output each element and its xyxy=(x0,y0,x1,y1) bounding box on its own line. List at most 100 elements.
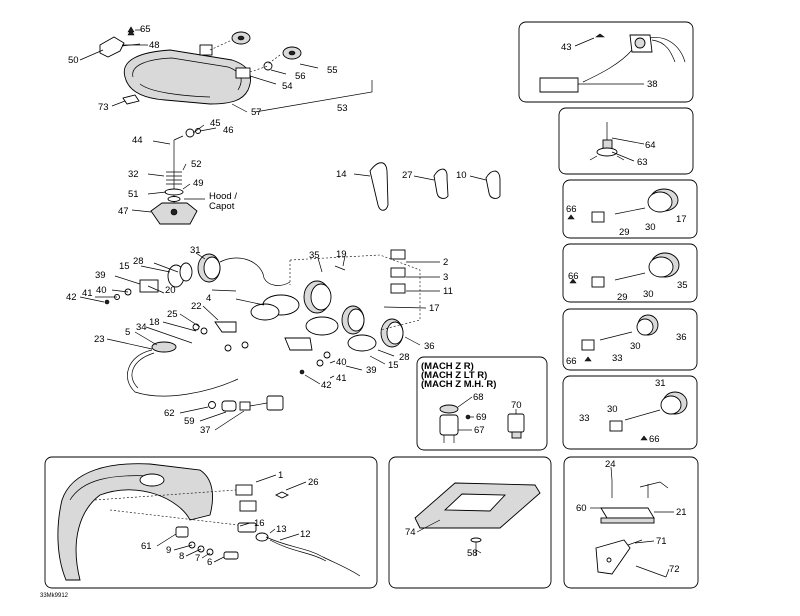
callout-box1-66: 66 xyxy=(566,204,577,215)
callout-18: 18 xyxy=(149,317,160,328)
hood-note-line1: Hood / xyxy=(209,191,237,202)
callout-24: 24 xyxy=(605,459,616,470)
callout-6: 6 xyxy=(207,557,212,568)
callout-73: 73 xyxy=(98,102,109,113)
callout-45: 45 xyxy=(210,118,221,129)
callout-31: 31 xyxy=(190,245,201,256)
callout-59: 59 xyxy=(184,416,195,427)
callout-19: 19 xyxy=(336,249,347,260)
callout-12: 12 xyxy=(300,529,311,540)
callout-46: 46 xyxy=(223,125,234,136)
frame-gauge-31 xyxy=(562,375,698,450)
callout-14: 14 xyxy=(336,169,347,180)
callout-50: 50 xyxy=(68,55,79,66)
headlight-assembly xyxy=(99,29,302,105)
callout-box1-29: 29 xyxy=(619,227,630,238)
callout-box3-66: 66 xyxy=(566,356,577,367)
callout-8: 8 xyxy=(179,551,184,562)
callout-41-top: 41 xyxy=(82,288,93,299)
bracket-74 xyxy=(414,482,541,556)
callout-56: 56 xyxy=(295,71,306,82)
callout-58: 58 xyxy=(467,548,478,559)
callout-67: 67 xyxy=(474,425,485,436)
callout-43: 43 xyxy=(561,42,572,53)
callout-box3-36: 36 xyxy=(676,332,687,343)
frame-bracket-74 xyxy=(388,456,552,589)
callout-44: 44 xyxy=(132,135,143,146)
callout-box3-33: 33 xyxy=(612,353,623,364)
callout-51: 51 xyxy=(128,189,139,200)
callout-3: 3 xyxy=(443,272,448,283)
frame-gauge-35 xyxy=(562,243,698,303)
callout-34: 34 xyxy=(136,322,147,333)
module-21 xyxy=(595,480,669,578)
callout-64: 64 xyxy=(645,140,656,151)
callout-22: 22 xyxy=(191,301,202,312)
callout-32: 32 xyxy=(128,169,139,180)
mach-sensor-parts xyxy=(439,404,525,443)
callout-63: 63 xyxy=(637,157,648,168)
callout-4: 4 xyxy=(206,293,211,304)
callout-box1-30: 30 xyxy=(645,222,656,233)
frame-module-21 xyxy=(563,456,699,589)
callout-48: 48 xyxy=(149,40,160,51)
callout-26: 26 xyxy=(308,477,319,488)
callout-41-bottom: 41 xyxy=(336,373,347,384)
callout-box4-66: 66 xyxy=(649,434,660,445)
callout-box4-33: 33 xyxy=(579,413,590,424)
callout-70: 70 xyxy=(511,400,522,411)
frame-gauge-17 xyxy=(562,179,698,239)
frame-console-harness xyxy=(44,456,378,589)
callout-7: 7 xyxy=(195,553,200,564)
callout-28-bottom: 28 xyxy=(399,352,410,363)
callout-labels: 65 48 50 55 56 54 73 57 53 44 45 46 32 5… xyxy=(40,24,688,599)
callout-54: 54 xyxy=(282,81,293,92)
callout-20: 20 xyxy=(165,285,176,296)
callout-61: 61 xyxy=(141,541,152,552)
callout-42-bottom: 42 xyxy=(321,380,332,391)
hood-note-line2: Capot xyxy=(209,201,235,212)
callout-box2-66: 66 xyxy=(568,271,579,282)
callout-68: 68 xyxy=(473,392,484,403)
callout-62: 62 xyxy=(164,408,175,419)
callout-box2-30: 30 xyxy=(643,289,654,300)
callout-74: 74 xyxy=(405,527,416,538)
callout-23: 23 xyxy=(94,334,105,345)
callout-35: 35 xyxy=(309,250,320,261)
callout-box2-29: 29 xyxy=(617,292,628,303)
gauge-31-assembly xyxy=(609,391,688,441)
callout-72: 72 xyxy=(669,564,680,575)
callout-69: 69 xyxy=(476,412,487,423)
callout-box2-35: 35 xyxy=(677,280,688,291)
callout-15-top: 15 xyxy=(119,261,130,272)
callout-42-top: 42 xyxy=(66,292,77,303)
callout-49: 49 xyxy=(193,178,204,189)
frame-fuel-sensor xyxy=(558,107,694,175)
callout-13: 13 xyxy=(276,524,287,535)
sensor-harness xyxy=(539,33,686,93)
mach-header-line2: (MACH Z LT R) xyxy=(421,370,487,381)
callout-57: 57 xyxy=(251,107,262,118)
callout-53: 53 xyxy=(337,103,348,114)
callout-40-top: 40 xyxy=(96,285,107,296)
reference-code: 33Mk9912 xyxy=(40,593,69,599)
bracket-53 xyxy=(254,80,373,113)
callout-28-top: 28 xyxy=(133,256,144,267)
callout-71: 71 xyxy=(656,536,667,547)
console-harness xyxy=(57,463,361,581)
callout-27: 27 xyxy=(402,170,413,181)
clamps xyxy=(369,162,501,211)
callout-37: 37 xyxy=(200,425,211,436)
mach-header-line1: (MACH Z R) xyxy=(421,361,474,372)
callout-65: 65 xyxy=(140,24,151,35)
callout-38: 38 xyxy=(647,79,658,90)
frame-sensor-harness xyxy=(518,21,694,103)
callout-40-bottom: 40 xyxy=(336,357,347,368)
gauge-17-assembly xyxy=(567,188,679,223)
callout-25: 25 xyxy=(167,309,178,320)
callout-52: 52 xyxy=(191,159,202,170)
callout-10: 10 xyxy=(456,170,467,181)
callout-16: 16 xyxy=(254,518,265,529)
callout-55: 55 xyxy=(327,65,338,76)
